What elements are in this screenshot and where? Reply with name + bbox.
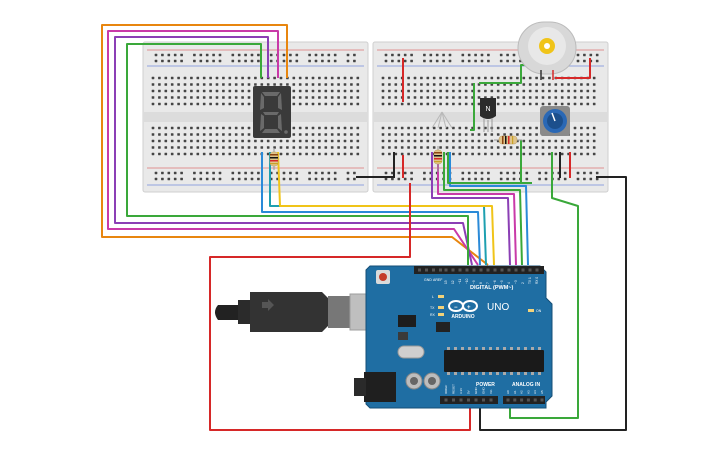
svg-text:A5: A5: [540, 390, 544, 394]
svg-text:+: +: [467, 305, 471, 311]
svg-text:A4: A4: [533, 390, 537, 394]
atmega-chip: [444, 350, 544, 372]
npn-transistor[interactable]: N: [480, 98, 496, 132]
dc-motor[interactable]: [517, 21, 577, 80]
digital-pins: [418, 268, 539, 272]
rx-led: [438, 313, 444, 316]
power-jack[interactable]: [364, 372, 396, 402]
svg-text:RESET: RESET: [452, 384, 456, 394]
svg-text:A3: A3: [526, 390, 530, 394]
on-label: ON: [536, 309, 542, 313]
potentiometer[interactable]: [540, 106, 570, 136]
l-led: [438, 295, 444, 298]
digital-header-label: DIGITAL (PWM~): [470, 285, 514, 291]
board-model: UNO: [487, 302, 509, 313]
wire-green-3[interactable]: [470, 83, 475, 131]
svg-text:TX 1: TX 1: [528, 277, 532, 284]
wire-green-2[interactable]: [443, 152, 523, 266]
svg-text:7: 7: [486, 282, 490, 284]
aref-label: AREF: [433, 278, 442, 282]
usb-cable[interactable]: [215, 292, 391, 332]
wire-blue-1[interactable]: [261, 152, 481, 266]
resistor-left[interactable]: [269, 148, 279, 170]
arduino-logo: − + ARDUINO: [448, 300, 478, 320]
svg-text:GND: GND: [474, 387, 478, 395]
wire-purple-1[interactable]: [114, 36, 473, 266]
wire-black-ground[interactable]: [479, 176, 627, 431]
on-led: [528, 309, 534, 312]
svg-text:2: 2: [521, 282, 525, 284]
tx-label: TX: [430, 306, 435, 310]
svg-text:5V: 5V: [467, 390, 471, 394]
svg-text:GND: GND: [482, 387, 486, 395]
wire-green-1[interactable]: [126, 43, 469, 265]
svg-text:~6: ~6: [493, 280, 497, 284]
wire-green-analog[interactable]: [509, 152, 579, 419]
svg-text:~11: ~11: [458, 279, 462, 284]
wire-red-motor[interactable]: [555, 58, 591, 79]
wire-magenta-2[interactable]: [437, 152, 517, 266]
small-chip: [436, 322, 450, 332]
rx-label: RX: [430, 313, 436, 317]
svg-text:A2: A2: [520, 390, 524, 394]
crystal: [397, 345, 425, 359]
svg-text:~9: ~9: [472, 280, 476, 284]
tx-led: [438, 306, 444, 309]
seven-segment-display[interactable]: [253, 86, 291, 138]
wire-orange[interactable]: [101, 24, 489, 266]
wire-yellow[interactable]: [277, 151, 495, 266]
svg-text:~3: ~3: [514, 280, 518, 284]
segment-digit: [260, 92, 282, 133]
l-led-label: L: [432, 295, 434, 299]
analog-header[interactable]: [503, 396, 545, 404]
svg-text:~5: ~5: [500, 280, 504, 284]
svg-text:IOREF: IOREF: [444, 385, 448, 394]
svg-text:ARDUINO: ARDUINO: [451, 314, 474, 320]
wire-red-long[interactable]: [209, 183, 471, 431]
svg-text:~10: ~10: [465, 278, 469, 284]
wire-green-4[interactable]: [447, 152, 532, 184]
svg-text:N: N: [485, 106, 490, 113]
svg-text:Vin: Vin: [489, 389, 493, 394]
usb-chip: [398, 315, 416, 327]
svg-text:3.3V: 3.3V: [459, 388, 463, 394]
svg-text:13: 13: [444, 280, 448, 284]
gnd-label: GND: [424, 278, 432, 282]
wire-purple-2[interactable]: [431, 152, 511, 266]
wires: [101, 24, 627, 431]
analog-header-label: ANALOG IN: [512, 382, 540, 388]
resistor-right-vertical[interactable]: [433, 146, 443, 172]
svg-text:4: 4: [507, 282, 511, 284]
svg-text:A0: A0: [506, 390, 510, 394]
digital-header[interactable]: [414, 266, 544, 274]
svg-text:A1: A1: [513, 390, 517, 394]
svg-text:8: 8: [479, 282, 483, 284]
power-header-label: POWER: [476, 382, 495, 388]
wire-magenta-1[interactable]: [107, 30, 479, 266]
led-legs[interactable]: [431, 111, 453, 129]
svg-text:−: −: [454, 305, 458, 311]
svg-text:RX 0: RX 0: [535, 277, 539, 284]
wire-blue-2[interactable]: [449, 152, 529, 266]
svg-text:12: 12: [451, 280, 455, 284]
resistor-right-horizontal[interactable]: [494, 135, 522, 145]
